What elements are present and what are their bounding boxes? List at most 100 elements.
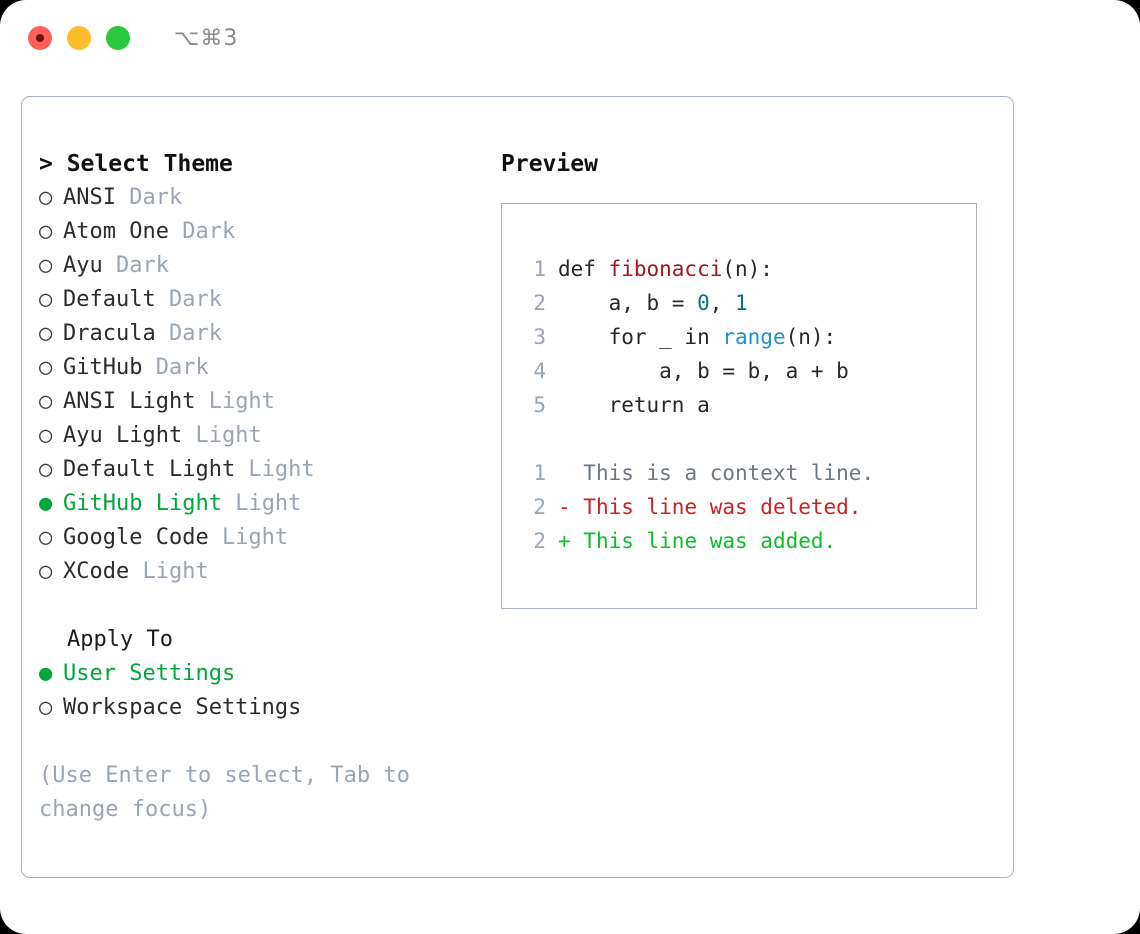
code-token: def [558,257,609,281]
code-token: return a [558,393,710,417]
theme-option-label: Atom One [63,219,169,244]
radio-unselected-icon: ○ [39,321,53,346]
code-token: (n): [722,257,773,281]
code-token: 0 [697,291,710,315]
theme-variant-tag: Dark [155,287,222,312]
theme-option-row[interactable]: ○Default Dark [39,283,479,317]
diff-line: 2 + This line was added. [520,524,976,558]
diff-marker: + [558,529,584,553]
theme-variant-tag: Dark [155,321,222,346]
code-token: (n): [785,325,837,349]
diff-line: 1 This is a context line. [520,456,976,490]
traffic-light-group [28,26,130,50]
diff-line-number: 2 [533,529,546,553]
theme-option-label: Dracula [63,321,156,346]
code-line: 4 a, b = b, a + b [520,354,976,388]
keyboard-shortcut-label: ⌥⌘3 [174,25,239,51]
theme-option-label: ANSI [63,185,116,210]
theme-option-label: Google Code [63,525,209,550]
radio-unselected-icon: ○ [39,525,53,550]
theme-variant-tag: Dark [142,355,209,380]
select-theme-heading: > Select Theme [39,151,233,177]
diff-line-number: 2 [533,495,546,519]
theme-picker-column: > Select Theme ○ANSI Dark○Atom One Dark○… [39,147,479,827]
radio-unselected-icon: ○ [39,695,53,720]
code-line-number: 1 [533,257,546,281]
theme-variant-tag: Light [235,457,315,482]
apply-to-heading: Apply To [67,627,173,652]
radio-selected-icon: ● [39,491,53,516]
code-line: 1 def fibonacci(n): [520,252,976,286]
theme-variant-tag: Dark [115,185,183,210]
code-token: 1 [735,291,748,315]
code-line: 5 return a [520,388,976,422]
theme-option-label: GitHub Light [63,491,222,516]
diff-line-text: This line was deleted. [583,495,862,519]
diff-line-text: This is a context line. [583,461,875,485]
close-icon [36,34,44,42]
theme-option-label: XCode [63,559,130,584]
theme-list: ○ANSI Dark○Atom One Dark○Ayu Dark○Defaul… [39,181,479,589]
keyboard-hint-text: (Use Enter to select, Tab to change focu… [39,763,424,822]
theme-option-row[interactable]: ○ Dracula Dark [39,317,479,351]
code-line: 3 for _ in range(n): [520,320,976,354]
title-bar: ⌥⌘3 [0,0,1140,76]
theme-option-label: GitHub [63,355,143,380]
theme-option-label: Default Light [63,457,236,482]
radio-unselected-icon: ○ [39,355,53,380]
theme-variant-tag: Dark [168,219,236,244]
theme-variant-tag: Light [221,491,302,516]
apply-to-option-row[interactable]: ○ Workspace Settings [39,691,479,725]
diff-line: 2- This line was deleted. [520,490,976,524]
theme-option-label: Ayu Light [63,423,183,448]
code-token: a, b = b, a + b [558,359,849,383]
code-token: a, b = [558,291,698,315]
theme-option-row[interactable]: ○ Google Code Light [39,521,479,555]
radio-selected-icon: ● [39,661,53,686]
code-token: , [709,291,736,315]
apply-to-option-row[interactable]: ●User Settings [39,657,479,691]
theme-option-row[interactable]: ○ Atom One Dark [39,215,479,249]
theme-variant-tag: Light [208,525,289,550]
theme-option-row[interactable]: ○ANSI Light Light [39,385,479,419]
theme-variant-tag: Light [182,423,262,448]
theme-option-row[interactable]: ○ Ayu Dark [39,249,479,283]
diff-marker: - [558,495,584,519]
apply-to-option-label: Workspace Settings [63,695,302,720]
theme-option-row[interactable]: ○ ANSI Dark [39,181,479,215]
theme-variant-tag: Light [129,559,209,584]
theme-variant-tag: Light [195,389,275,414]
radio-unselected-icon: ○ [39,389,53,414]
maximize-window-button[interactable] [106,26,130,50]
theme-option-row[interactable]: ○ Default Light Light [39,453,479,487]
code-line-number: 5 [533,393,546,417]
theme-variant-tag: Dark [102,253,169,278]
code-token: range [722,325,786,349]
code-line-number: 2 [533,291,546,315]
radio-unselected-icon: ○ [39,287,53,312]
diff-block: 1 This is a context line.2- This line wa… [520,456,976,558]
radio-unselected-icon: ○ [39,559,53,584]
code-token: fibonacci [608,257,723,281]
radio-unselected-icon: ○ [39,185,53,210]
code-line-number: 4 [533,359,546,383]
code-line: 2 a, b = 0, 1 [520,286,976,320]
theme-option-label: Ayu [63,253,103,278]
radio-unselected-icon: ○ [39,423,53,448]
theme-option-row[interactable]: ○ XCode Light [39,555,479,589]
theme-option-row[interactable]: ○ Ayu Light Light [39,419,479,453]
radio-unselected-icon: ○ [39,253,53,278]
radio-unselected-icon: ○ [39,457,53,482]
diff-line-text: This line was added. [583,529,837,553]
radio-unselected-icon: ○ [39,219,53,244]
minimize-window-button[interactable] [67,26,91,50]
main-panel: > Select Theme ○ANSI Dark○Atom One Dark○… [21,96,1014,878]
close-window-button[interactable] [28,26,52,50]
preview-heading: Preview [501,151,598,177]
theme-option-row[interactable]: ○ GitHub Dark [39,351,479,385]
theme-option-row[interactable]: ● GitHub Light Light [39,487,479,521]
